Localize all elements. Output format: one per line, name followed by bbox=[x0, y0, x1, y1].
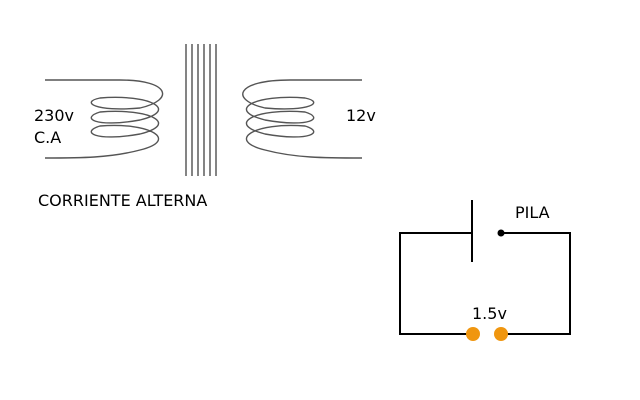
transformer-caption: CORRIENTE ALTERNA bbox=[38, 191, 208, 210]
circuit-wire bbox=[399, 232, 571, 335]
secondary-coil bbox=[242, 79, 363, 159]
terminal-left bbox=[466, 327, 480, 341]
battery-voltage-label: 1.5v bbox=[472, 304, 507, 323]
battery-positive-node bbox=[497, 229, 505, 237]
terminal-right bbox=[494, 327, 508, 341]
transformer-core bbox=[185, 44, 217, 176]
battery-circuit bbox=[399, 200, 571, 335]
primary-coil bbox=[44, 79, 164, 159]
battery-label: PILA bbox=[515, 203, 550, 222]
primary-voltage-label: 230v bbox=[34, 106, 75, 125]
primary-type-label: C.A bbox=[34, 128, 62, 147]
secondary-voltage-label: 12v bbox=[346, 106, 376, 125]
